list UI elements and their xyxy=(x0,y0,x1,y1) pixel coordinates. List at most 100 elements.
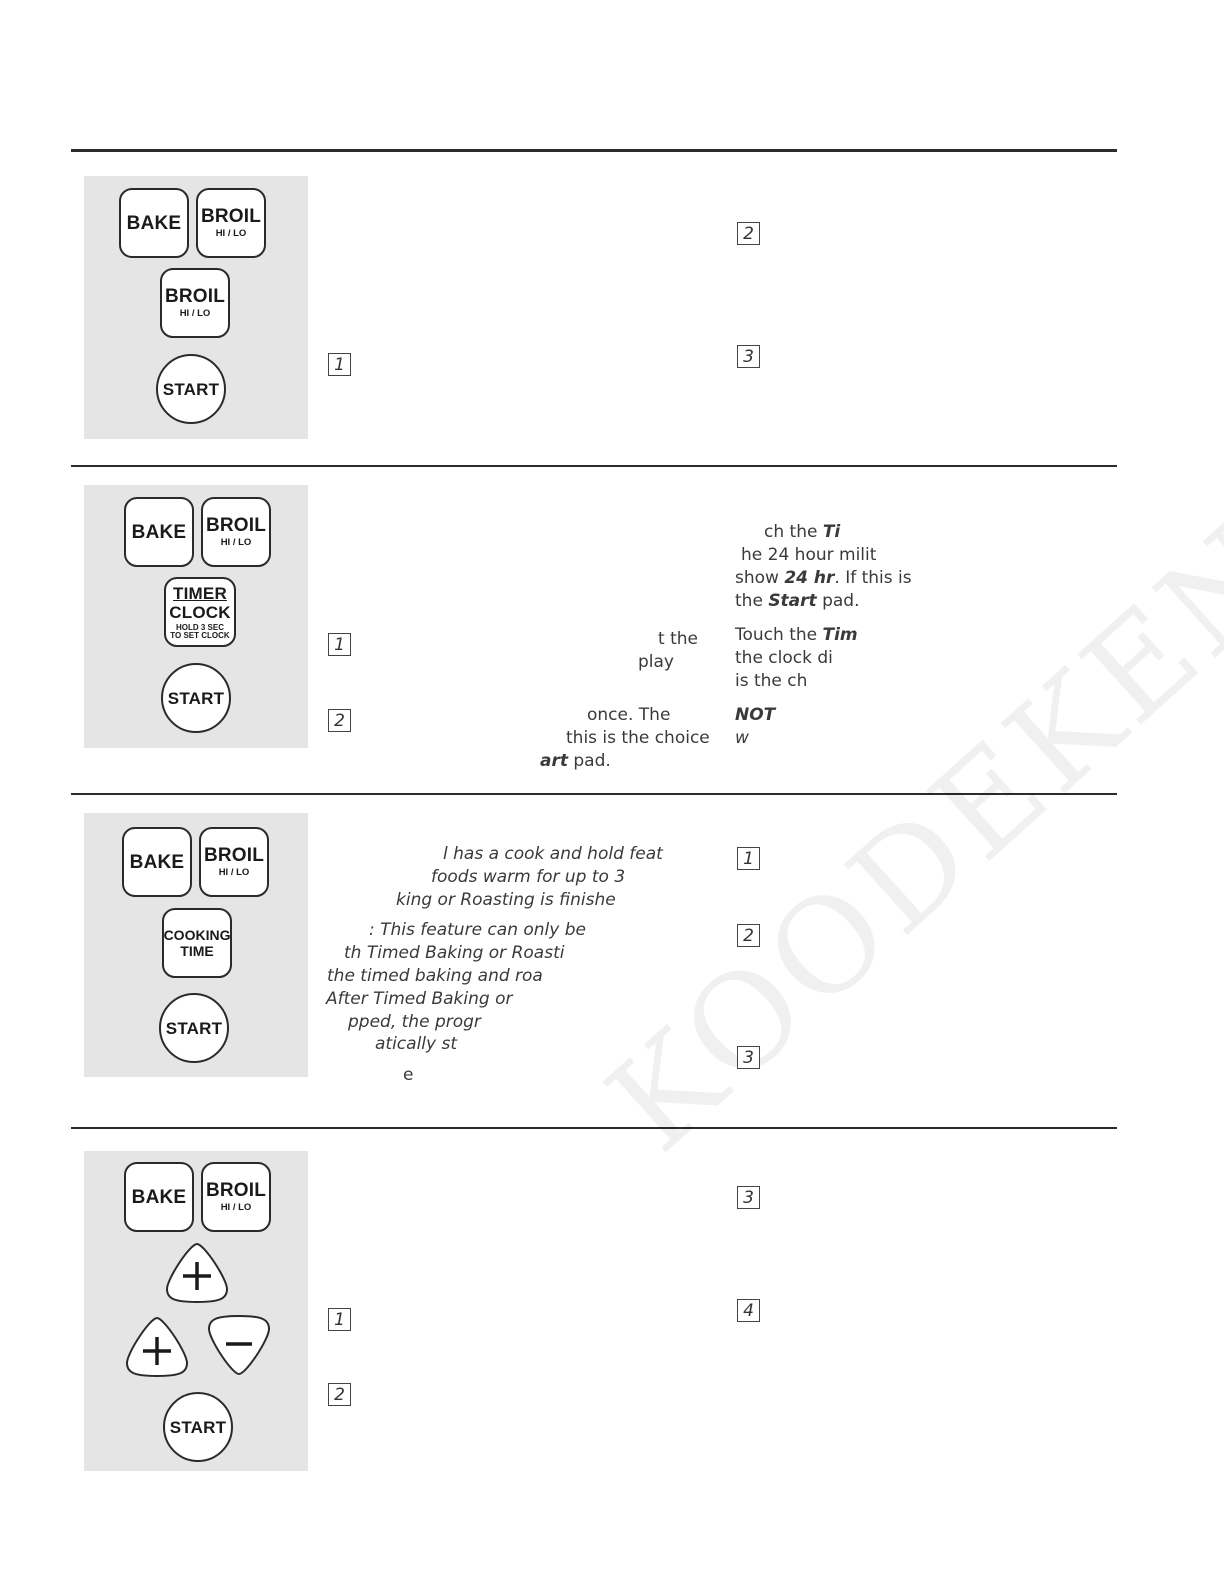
instruction-text-part: the xyxy=(735,591,769,611)
plus-key[interactable] xyxy=(164,1241,230,1305)
section-divider xyxy=(71,793,1117,795)
instruction-text-part: pad. xyxy=(567,751,611,771)
clock-key-label: CLOCK xyxy=(169,602,231,622)
broil-key-sublabel: HI / LO xyxy=(218,867,250,879)
broil-key-sublabel: HI / LO xyxy=(220,537,252,549)
step-number-2: 2 xyxy=(737,924,760,947)
broil-key-sublabel: HI / LO xyxy=(179,308,211,320)
broil-key-label: BROIL xyxy=(205,515,267,537)
section-divider xyxy=(71,1127,1117,1129)
instruction-text: t the xyxy=(658,629,698,649)
bake-key-label: BAKE xyxy=(131,521,187,543)
instruction-text: : This feature can only be xyxy=(369,920,586,940)
bake-key[interactable]: BAKE xyxy=(124,1162,194,1232)
bake-key[interactable]: BAKE xyxy=(122,827,192,897)
key-reference: art xyxy=(540,751,568,771)
step-number-1: 1 xyxy=(328,353,351,376)
instruction-text: show 24 hr. If this is xyxy=(735,570,912,587)
start-key[interactable]: START xyxy=(156,354,226,424)
hold-instruction: HOLD 3 SEC xyxy=(175,622,224,632)
start-key-label: START xyxy=(167,688,225,708)
instruction-text-part: pad. xyxy=(816,591,860,611)
step-number-1: 1 xyxy=(328,633,351,656)
instruction-text: once. The xyxy=(587,705,671,725)
key-reference: Ti xyxy=(822,522,841,542)
broil-key-label: BROIL xyxy=(164,286,226,308)
start-key-label: START xyxy=(162,379,220,399)
control-panel-illustration: BAKE BROIL HI / LO TIMER CLOCK HOLD 3 SE… xyxy=(84,485,308,748)
instruction-text-part: . If this is xyxy=(834,568,912,588)
section-divider xyxy=(71,465,1117,467)
broil-key-sublabel: HI / LO xyxy=(215,228,247,240)
instruction-text: the clock di xyxy=(735,648,833,668)
bake-key-label: BAKE xyxy=(126,212,182,234)
broil-key-sublabel: HI / LO xyxy=(220,1202,252,1214)
watermark: KOODEKEN xyxy=(579,491,1224,1181)
step-number-2: 2 xyxy=(328,709,351,732)
broil-key[interactable]: BROIL HI / LO xyxy=(201,1162,271,1232)
instruction-text: play xyxy=(638,652,674,672)
instruction-text: he 24 hour milit xyxy=(741,545,877,565)
bake-key[interactable]: BAKE xyxy=(124,497,194,567)
broil-key[interactable]: BROIL HI / LO xyxy=(199,827,269,897)
minus-key[interactable] xyxy=(206,1313,272,1377)
bake-key[interactable]: BAKE xyxy=(119,188,189,258)
bake-key-label: BAKE xyxy=(131,1186,187,1208)
instruction-text: ch the Ti xyxy=(764,524,840,541)
instruction-text: Touch the Tim xyxy=(735,627,858,644)
broil-key[interactable]: BROIL HI / LO xyxy=(160,268,230,338)
broil-key-label: BROIL xyxy=(205,1180,267,1202)
step-number-1: 1 xyxy=(328,1308,351,1331)
key-reference: 24 hr xyxy=(784,568,835,588)
step-number-2: 2 xyxy=(328,1383,351,1406)
step-number-2: 2 xyxy=(737,222,760,245)
timer-clock-key[interactable]: TIMER CLOCK HOLD 3 SEC TO SET CLOCK xyxy=(164,577,236,647)
bake-key-label: BAKE xyxy=(129,851,185,873)
instruction-text: e xyxy=(403,1065,414,1085)
time-key-label: TIME xyxy=(180,943,214,959)
instruction-text: foods warm for up to 3 xyxy=(431,867,626,887)
start-key[interactable]: START xyxy=(161,663,231,733)
top-rule xyxy=(71,149,1117,152)
plus-key[interactable] xyxy=(124,1315,190,1379)
instruction-text: the Start pad. xyxy=(735,593,859,610)
broil-key[interactable]: BROIL HI / LO xyxy=(196,188,266,258)
start-key-label: START xyxy=(169,1417,227,1437)
instruction-text: pped, the progr xyxy=(348,1012,481,1032)
instruction-text: th Timed Baking or Roasti xyxy=(344,943,565,963)
instruction-text: this is the choice xyxy=(566,728,710,748)
step-number-3: 3 xyxy=(737,345,760,368)
instruction-text: After Timed Baking or xyxy=(326,989,513,1009)
step-number-3: 3 xyxy=(737,1046,760,1069)
plus-icon xyxy=(183,1262,211,1290)
instruction-text: NOT xyxy=(735,705,776,725)
key-reference: Tim xyxy=(822,625,858,645)
instruction-text: atically st xyxy=(375,1034,458,1054)
control-panel-illustration: BAKE BROIL HI / LO COOKING TIME START xyxy=(84,813,308,1077)
key-reference: Start xyxy=(768,591,817,611)
start-key[interactable]: START xyxy=(159,993,229,1063)
cooking-time-key[interactable]: COOKING TIME xyxy=(162,908,232,978)
instruction-text-part: show xyxy=(735,568,785,588)
broil-key-label: BROIL xyxy=(200,206,262,228)
instruction-text-part: Touch the xyxy=(735,625,823,645)
step-number-4: 4 xyxy=(737,1299,760,1322)
instruction-text-part: ch the xyxy=(764,522,823,542)
cooking-key-label: COOKING xyxy=(163,927,231,943)
control-panel-illustration: BAKE BROIL HI / LO BROIL HI / LO START xyxy=(84,176,308,439)
step-number-3: 3 xyxy=(737,1186,760,1209)
instruction-text: king or Roasting is finishe xyxy=(396,890,616,910)
instruction-text: w xyxy=(735,728,749,748)
control-panel-illustration: BAKE BROIL HI / LO START xyxy=(84,1151,308,1471)
step-number-1: 1 xyxy=(737,847,760,870)
instruction-text: art pad. xyxy=(540,753,611,770)
hold-instruction: TO SET CLOCK xyxy=(170,630,230,640)
plus-icon xyxy=(143,1337,171,1365)
timer-key-label: TIMER xyxy=(173,583,227,603)
instruction-text: the timed baking and roa xyxy=(327,966,543,986)
instruction-text: is the ch xyxy=(735,671,808,691)
start-key[interactable]: START xyxy=(163,1392,233,1462)
broil-key-label: BROIL xyxy=(203,845,265,867)
instruction-text: l has a cook and hold feat xyxy=(443,844,663,864)
broil-key[interactable]: BROIL HI / LO xyxy=(201,497,271,567)
